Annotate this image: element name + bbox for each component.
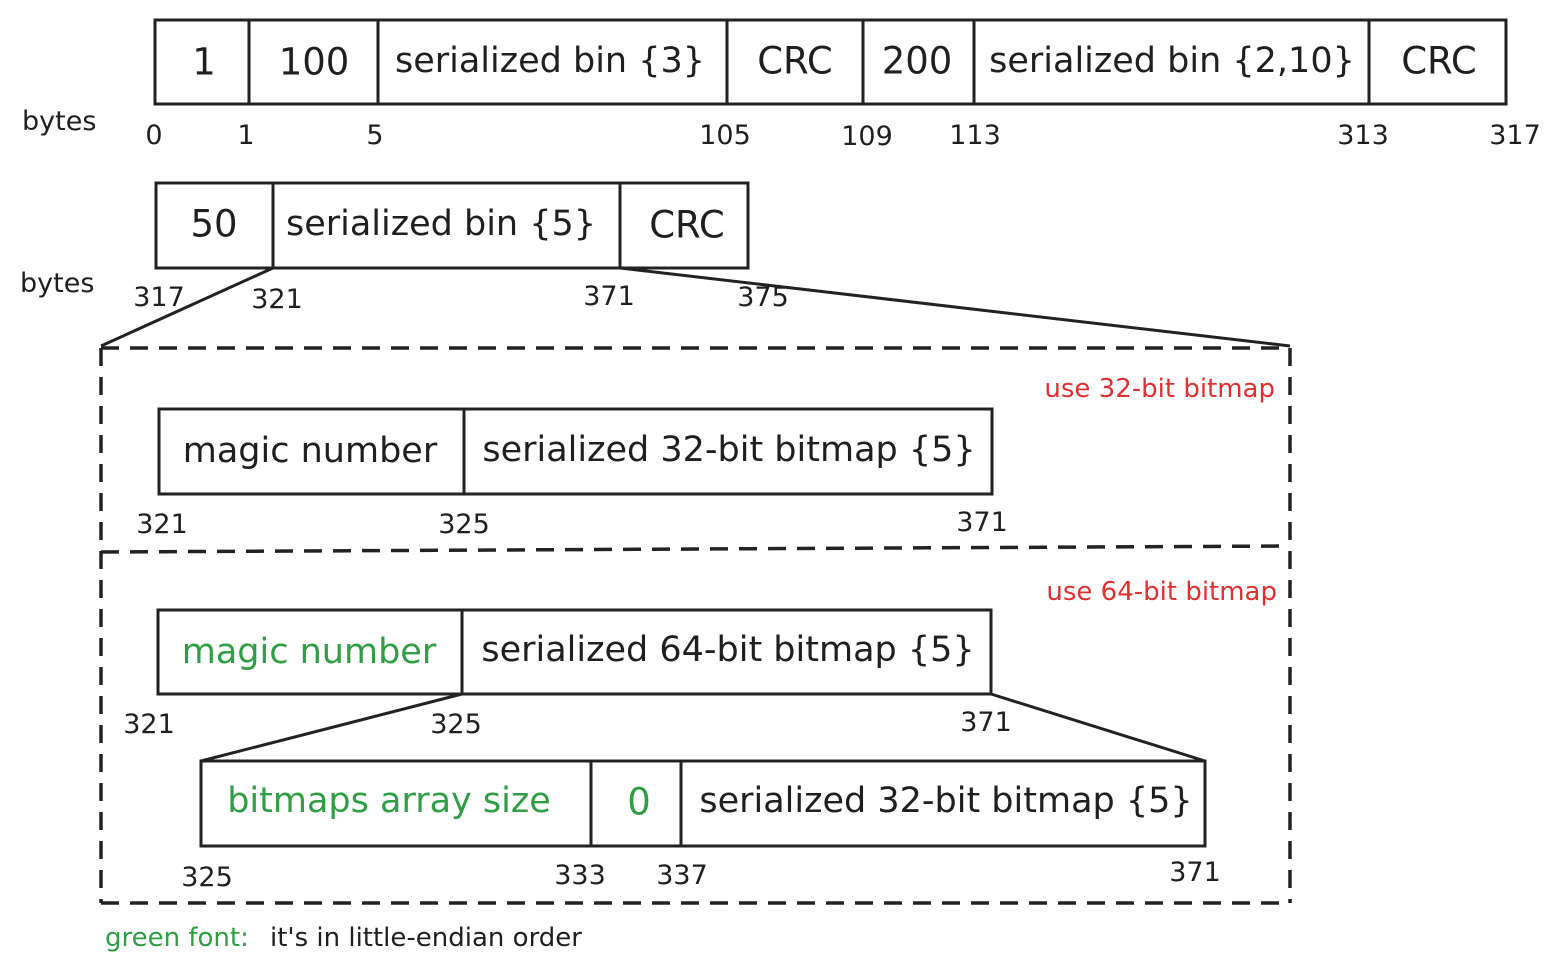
sub-cell-2 <box>679 759 1207 848</box>
sub-offset-1: 333 <box>554 860 606 891</box>
sub-offset-2: 337 <box>656 860 708 891</box>
section-32bit: use 32-bit bitmap magic number serialize… <box>136 374 1275 540</box>
section-b-cell-1-text: serialized 64-bit bitmap {5} <box>481 630 974 670</box>
row1-cell-4-text: 200 <box>882 40 953 83</box>
section-b-offset-2: 371 <box>960 707 1012 738</box>
section-b-offset-0: 321 <box>123 709 175 740</box>
legend-key: green font: <box>105 923 249 953</box>
section-b-cell-1 <box>460 608 993 696</box>
sub-cell-0-text: bitmaps array size <box>227 781 551 821</box>
section-a-cell-0-text: magic number <box>183 431 438 471</box>
sub-cell-1 <box>589 759 683 848</box>
row2-bytes-label: bytes <box>20 268 94 299</box>
row1-cell-0-text: 1 <box>192 41 216 84</box>
dashed-divider <box>100 544 1291 554</box>
row1-bytes-label: bytes <box>22 106 96 137</box>
row1-offset-2: 5 <box>366 120 383 151</box>
row1-cell-4 <box>861 18 976 106</box>
row2-cell-2 <box>618 181 750 270</box>
row1-cell-6-text: CRC <box>1401 40 1477 83</box>
row2-cell-1 <box>271 181 622 270</box>
section-64bit: use 64-bit bitmap magic number serialize… <box>123 577 1277 893</box>
row1-cell-3-text: CRC <box>757 40 833 83</box>
row1-cell-2 <box>376 18 729 106</box>
row2-cell-2-text: CRC <box>649 204 725 247</box>
row1-cell-2-text: serialized bin {3} <box>395 41 705 81</box>
note-64bit: use 64-bit bitmap <box>1046 577 1277 607</box>
row1-offset-1: 1 <box>237 120 254 151</box>
sub-zoom-line-left <box>200 692 463 763</box>
zoom-line-left <box>100 266 274 348</box>
sub-offset-3: 371 <box>1169 857 1221 888</box>
row2-offset-0: 317 <box>133 282 185 313</box>
row2-cell-0-text: 50 <box>190 203 237 246</box>
sub-zoom-line-right <box>990 692 1206 763</box>
row1-offset-7: 317 <box>1489 120 1541 151</box>
row1-cell-0 <box>153 18 251 106</box>
note-32bit: use 32-bit bitmap <box>1044 374 1275 404</box>
row1-cell-5 <box>972 18 1371 106</box>
legend-text: it's in little-endian order <box>270 923 582 953</box>
legend: green font: it's in little-endian order <box>105 923 582 953</box>
sub-cell-1-text: 0 <box>627 781 651 824</box>
row1-cell-1 <box>247 18 380 106</box>
row1-cell-5-text: serialized bin {2,10} <box>989 41 1355 81</box>
dashed-container <box>99 346 1292 905</box>
row1-cell-6 <box>1367 18 1508 106</box>
section-a-cell-1 <box>462 407 994 496</box>
row2-cell-1-text: serialized bin {5} <box>286 204 596 244</box>
section-b-cell-0-text: magic number <box>182 632 437 672</box>
section-b-offset-1: 325 <box>430 709 482 740</box>
section-b-cell-0 <box>156 608 464 696</box>
section-a-offset-1: 325 <box>438 509 490 540</box>
sub-offset-0: 325 <box>181 862 233 893</box>
section-a-offset-2: 371 <box>956 507 1008 538</box>
row2-offset-1: 321 <box>251 284 303 315</box>
row1-offset-0: 0 <box>145 120 162 151</box>
row2-cell-0 <box>154 181 275 270</box>
row1-offset-4: 109 <box>841 121 893 152</box>
section-a-offset-0: 321 <box>136 509 188 540</box>
sub-cell-2-text: serialized 32-bit bitmap {5} <box>699 781 1192 821</box>
row1-offset-6: 313 <box>1337 120 1389 151</box>
sub-cell-0 <box>199 759 593 848</box>
row2-offset-2: 371 <box>583 281 635 312</box>
row1-cell-1-text: 100 <box>279 41 350 84</box>
row1: bytes 1 100 serialized bin {3} CRC 200 s… <box>22 18 1541 152</box>
section-a-cell-0 <box>157 407 466 496</box>
row1-offset-5: 113 <box>949 120 1001 151</box>
row2: bytes 50 serialized bin {5} CRC 317 321 … <box>20 181 789 315</box>
row1-offset-3: 105 <box>699 120 751 151</box>
zoom-line-right <box>619 266 1291 348</box>
section-a-cell-1-text: serialized 32-bit bitmap {5} <box>482 430 975 470</box>
